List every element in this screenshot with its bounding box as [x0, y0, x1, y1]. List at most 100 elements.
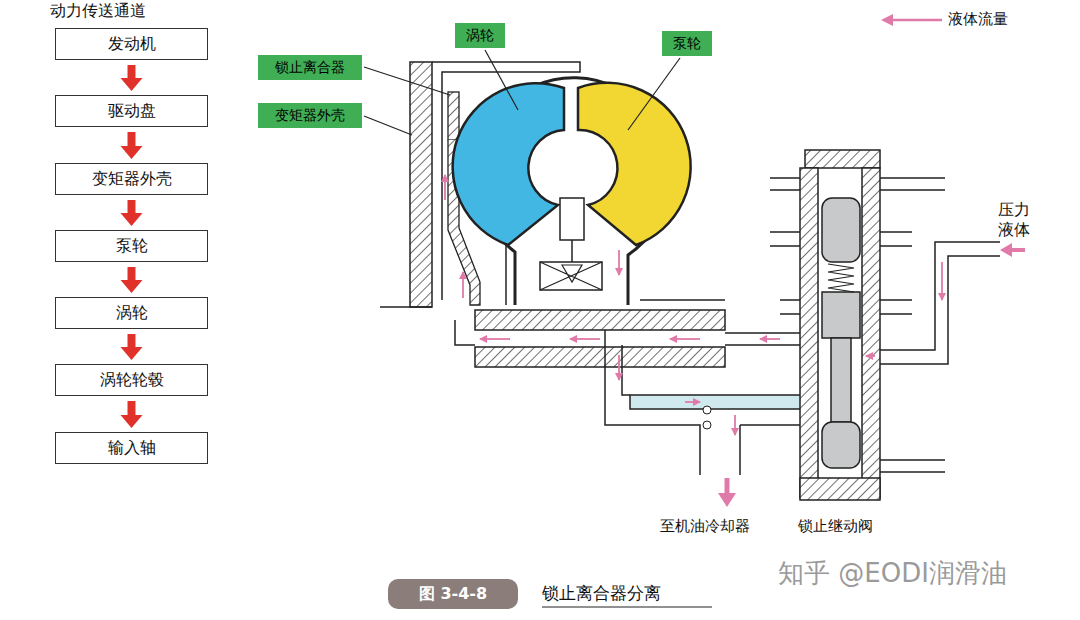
pressure-label: 压力 液体 [998, 200, 1033, 240]
drawing-stroke [822, 292, 860, 338]
drawing-stroke [800, 168, 818, 498]
node-text: 变矩器外壳 [92, 169, 172, 190]
node-text: 驱动盘 [108, 101, 156, 122]
flow-arrow [121, 65, 143, 91]
stator [540, 198, 602, 290]
drawing-stroke [485, 50, 518, 110]
drawing-stroke [380, 306, 432, 308]
caption: 锁止离合器分离 [542, 582, 661, 605]
drawing-stroke [540, 262, 602, 290]
drawing-stroke [128, 401, 136, 415]
process-box: 输入轴 [55, 432, 208, 464]
drawing-stroke [703, 421, 711, 429]
drawing-stroke [670, 338, 700, 340]
drawing-stroke [128, 132, 136, 146]
drawing-stroke [1010, 248, 1025, 252]
node-text: 泵轮 [116, 236, 148, 257]
leader-lines [364, 50, 680, 135]
drawing-stroke [605, 330, 630, 425]
figure-number: 图 3-4-8 [388, 579, 518, 609]
drawing-stroke [831, 338, 851, 422]
drawing-stroke [822, 198, 860, 262]
drawing-stroke [718, 493, 736, 507]
node-text: 涡轮 [466, 27, 494, 45]
drawing-stroke [505, 240, 507, 305]
port-label: 至机油冷却器 [660, 517, 750, 536]
drawing-stroke [770, 178, 945, 472]
node-text: 涡轮 [116, 303, 148, 324]
drawing-stroke [121, 280, 143, 293]
drawing-stroke [448, 92, 459, 140]
legend-text: 液体流量 [948, 10, 1008, 29]
drawing-stroke [128, 334, 136, 347]
drawing-stroke [881, 14, 893, 26]
node-text: 泵轮 [673, 35, 701, 53]
diagram-title: 动力传送通道 [50, 1, 146, 22]
drawing-stroke [892, 19, 942, 22]
drawing-stroke [822, 422, 860, 468]
flow-arrow [121, 334, 143, 360]
process-box: 涡轮轮毂 [55, 364, 208, 396]
flow-arrow [121, 200, 143, 226]
drawing-stroke [618, 250, 620, 275]
drawing-stroke [364, 67, 450, 95]
drawing-stroke [128, 200, 136, 213]
flow-arrow [121, 401, 143, 428]
process-box: 发动机 [55, 28, 208, 60]
drawing-stroke [628, 58, 680, 130]
valve-label: 锁止继动阀 [798, 517, 873, 536]
drawing-stroke [760, 338, 780, 340]
drawing-stroke [685, 401, 700, 403]
drawing-stroke [475, 310, 725, 330]
cooler-passage [630, 395, 805, 507]
lockup-relay-valve [770, 150, 1025, 500]
drawing-stroke [862, 168, 880, 498]
drawing-stroke [941, 262, 943, 300]
turbine [453, 83, 564, 245]
part-label: 涡轮 [455, 23, 505, 48]
node-text: 发动机 [108, 34, 156, 55]
node-text: 锁止离合器 [275, 59, 345, 77]
drawing-stroke [128, 267, 136, 280]
process-box: 变矩器外壳 [55, 163, 208, 195]
part-label: 变矩器外壳 [258, 103, 362, 128]
node-text: 变矩器外壳 [275, 107, 345, 125]
drawing-stroke [364, 116, 412, 135]
node-text: 输入轴 [108, 438, 156, 459]
drawing-stroke [805, 150, 880, 168]
drawing-stroke [828, 264, 854, 292]
drawing-stroke [630, 395, 805, 409]
drawing-stroke [800, 478, 880, 500]
drawing-stroke [734, 415, 736, 435]
drawing-stroke [121, 146, 143, 159]
drawing-stroke [121, 415, 143, 428]
drawing-stroke [444, 175, 446, 200]
drawing-stroke [640, 299, 725, 301]
drawing-stroke [703, 406, 711, 414]
watermark: 知乎 @EODI润滑油 [778, 556, 1007, 591]
drawing-stroke [866, 355, 875, 357]
legend-sample [881, 14, 942, 26]
process-box: 泵轮 [55, 230, 208, 262]
process-box: 涡轮 [55, 297, 208, 329]
part-label: 泵轮 [662, 31, 712, 56]
node-text: 涡轮轮毂 [100, 370, 164, 391]
drawing-stroke [121, 213, 143, 226]
drawing-stroke [618, 355, 620, 380]
drawing-stroke [725, 478, 730, 495]
drawing-stroke [570, 338, 600, 340]
drawing-stroke [475, 347, 725, 367]
pump-impeller [578, 83, 691, 245]
flow-arrow [121, 132, 143, 159]
drawing-stroke [630, 425, 805, 475]
drawing-stroke [571, 240, 573, 262]
caption-underline [542, 607, 712, 608]
drawing-stroke [480, 338, 510, 340]
drawing-stroke [121, 347, 143, 360]
drawing-stroke [560, 198, 584, 240]
node-text: 图 3-4-8 [419, 584, 487, 605]
drawing-stroke [540, 262, 602, 290]
part-label: 锁止离合器 [258, 55, 362, 80]
drawing-stroke [121, 78, 143, 91]
flow-arrow [121, 267, 143, 293]
